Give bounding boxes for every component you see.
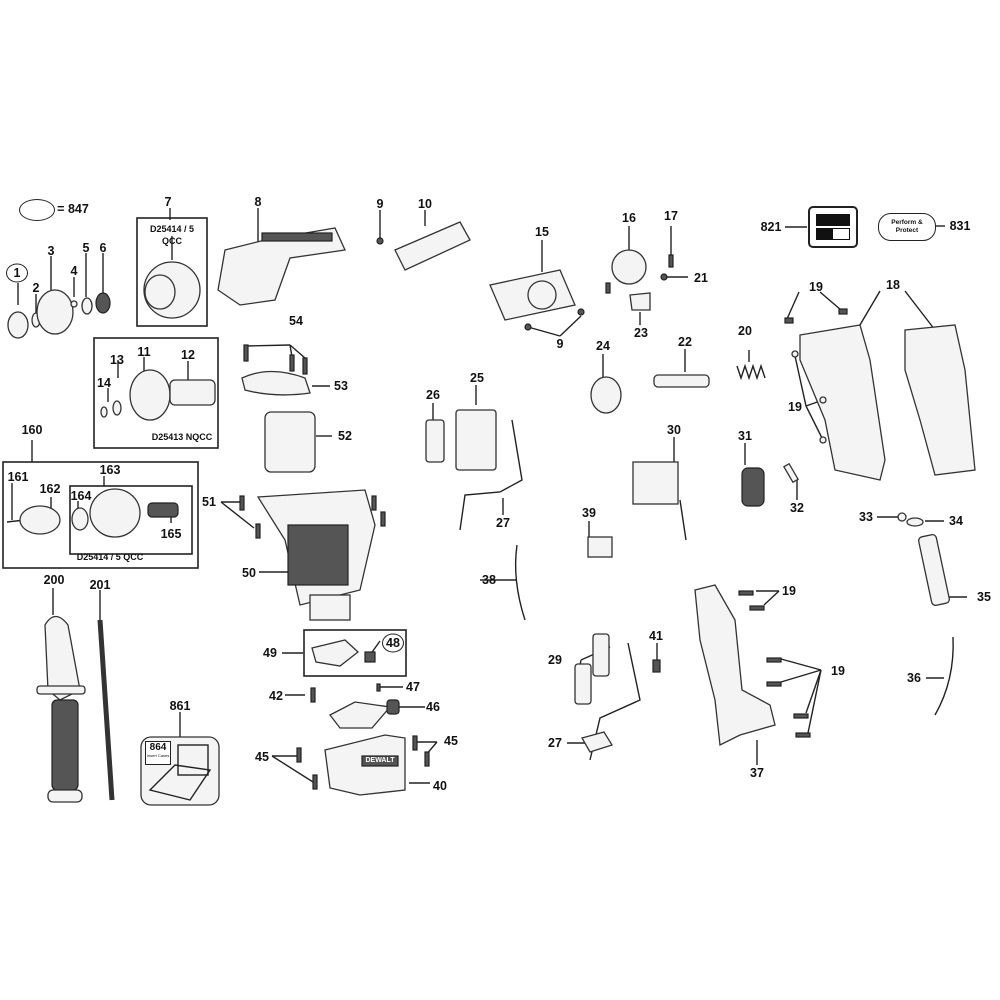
callout-42[interactable]: 42 xyxy=(269,689,283,703)
callout-24[interactable]: 24 xyxy=(596,339,610,353)
warning-label-part-821[interactable] xyxy=(808,206,858,248)
callout-19-top[interactable]: 19 xyxy=(809,280,823,294)
callout-6[interactable]: 6 xyxy=(99,241,107,255)
badge-sub: Insert Cases xyxy=(146,753,170,758)
callout-ring-1 xyxy=(6,263,28,283)
callout-37[interactable]: 37 xyxy=(750,766,764,780)
callout-14[interactable]: 14 xyxy=(97,376,111,390)
callout-13[interactable]: 13 xyxy=(110,353,124,367)
callout-4[interactable]: 4 xyxy=(70,264,78,278)
callout-38[interactable]: 38 xyxy=(482,573,496,587)
callout-52[interactable]: 52 xyxy=(338,429,352,443)
callout-3[interactable]: 3 xyxy=(47,244,55,258)
callout-8[interactable]: 8 xyxy=(254,195,262,209)
callout-27-top[interactable]: 27 xyxy=(496,516,510,530)
callout-18[interactable]: 18 xyxy=(886,278,900,292)
callout-54[interactable]: 54 xyxy=(289,314,303,328)
callout-10[interactable]: 10 xyxy=(418,197,432,211)
callout-160[interactable]: 160 xyxy=(21,423,43,437)
callout-19-lower[interactable]: 19 xyxy=(782,584,796,598)
callout-821[interactable]: 821 xyxy=(760,220,782,234)
badge-line2: Protect xyxy=(895,227,919,234)
callout-19-bottom[interactable]: 19 xyxy=(831,664,845,678)
callout-29[interactable]: 29 xyxy=(548,653,562,667)
callout-53[interactable]: 53 xyxy=(334,379,348,393)
callout-50[interactable]: 50 xyxy=(242,566,256,580)
box-7-caption-line1: D25414 / 5 xyxy=(149,224,195,234)
callout-31[interactable]: 31 xyxy=(738,429,752,443)
callout-ring-48 xyxy=(382,633,404,653)
callout-161[interactable]: 161 xyxy=(7,470,29,484)
callout-9-bottom[interactable]: 9 xyxy=(556,337,564,351)
callout-16[interactable]: 16 xyxy=(622,211,636,225)
box-11-caption: D25413 NQCC xyxy=(151,432,213,442)
callout-27-bottom[interactable]: 27 xyxy=(548,736,562,750)
callout-47[interactable]: 47 xyxy=(406,680,420,694)
box-11-frame xyxy=(93,337,219,449)
callout-36[interactable]: 36 xyxy=(907,671,921,685)
callout-9-top[interactable]: 9 xyxy=(376,197,384,211)
callout-165[interactable]: 165 xyxy=(160,527,182,541)
case-insert-badge-864[interactable]: 864 Insert Cases xyxy=(145,741,171,765)
callout-51[interactable]: 51 xyxy=(202,495,216,509)
callout-163[interactable]: 163 xyxy=(99,463,121,477)
callout-164[interactable]: 164 xyxy=(70,489,92,503)
callout-861[interactable]: 861 xyxy=(169,699,191,713)
badge-line1: Perform & xyxy=(891,219,923,226)
box-7-caption-line2: QCC xyxy=(162,236,182,246)
callout-11[interactable]: 11 xyxy=(137,345,151,359)
callout-21[interactable]: 21 xyxy=(694,271,708,285)
perform-protect-label-part-831[interactable]: Perform & Protect xyxy=(878,213,936,241)
o-ring-legend-symbol xyxy=(19,199,55,221)
callout-831[interactable]: 831 xyxy=(949,219,971,233)
callout-32[interactable]: 32 xyxy=(790,501,804,515)
callout-7[interactable]: 7 xyxy=(164,195,172,209)
callout-45-right[interactable]: 45 xyxy=(444,734,458,748)
callout-2[interactable]: 2 xyxy=(32,281,40,295)
battery-housing-brand: DEWALT xyxy=(365,757,395,764)
part-shapes xyxy=(6,221,976,806)
badge-number: 864 xyxy=(149,742,167,753)
callout-23[interactable]: 23 xyxy=(634,326,648,340)
callout-5[interactable]: 5 xyxy=(82,241,90,255)
callout-17[interactable]: 17 xyxy=(664,209,678,223)
callout-45-left[interactable]: 45 xyxy=(255,750,269,764)
box-163-frame xyxy=(69,485,193,555)
legend-text: = 847 xyxy=(57,202,89,216)
callout-25[interactable]: 25 xyxy=(470,371,484,385)
callout-15[interactable]: 15 xyxy=(535,225,549,239)
callout-35[interactable]: 35 xyxy=(977,590,991,604)
callout-26[interactable]: 26 xyxy=(426,388,440,402)
callout-46[interactable]: 46 xyxy=(426,700,440,714)
callout-34[interactable]: 34 xyxy=(949,514,963,528)
callout-48[interactable]: 48 xyxy=(386,636,400,650)
callout-39[interactable]: 39 xyxy=(582,506,596,520)
callout-22[interactable]: 22 xyxy=(678,335,692,349)
callout-41[interactable]: 41 xyxy=(649,629,663,643)
callout-12[interactable]: 12 xyxy=(181,348,195,362)
callout-20[interactable]: 20 xyxy=(738,324,752,338)
callout-201[interactable]: 201 xyxy=(89,578,111,592)
callout-200[interactable]: 200 xyxy=(43,573,65,587)
callout-1[interactable]: 1 xyxy=(13,266,21,280)
callout-19-mid[interactable]: 19 xyxy=(788,400,802,414)
box-160-frame xyxy=(2,461,199,569)
callout-162[interactable]: 162 xyxy=(39,482,61,496)
callout-49[interactable]: 49 xyxy=(263,646,277,660)
box-160-caption: D25414 / 5 QCC xyxy=(76,552,144,562)
callout-30[interactable]: 30 xyxy=(667,423,681,437)
callout-33[interactable]: 33 xyxy=(859,510,873,524)
callout-40[interactable]: 40 xyxy=(433,779,447,793)
box-7-frame xyxy=(136,217,208,327)
box-49-frame xyxy=(303,629,407,677)
